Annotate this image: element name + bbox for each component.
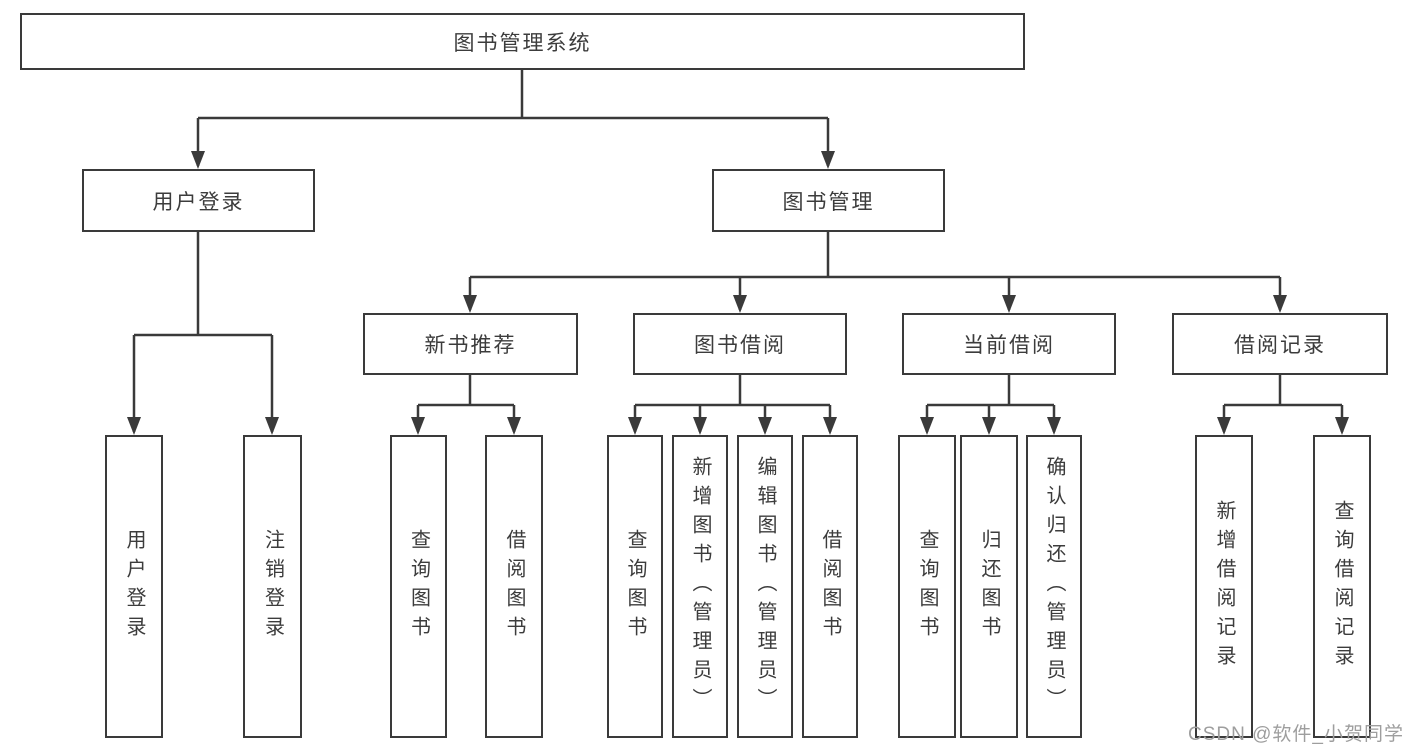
arrow-down-icon (821, 151, 835, 169)
leaf-query-books-borrowing: 查询图书 (607, 435, 663, 738)
arrow-down-icon (1002, 295, 1016, 313)
connector-userlogin-to-leaves (132, 232, 274, 432)
leaf-borrow-books-recommend: 借阅图书 (485, 435, 543, 738)
arrow-down-icon (920, 417, 934, 435)
leaf-confirm-return-admin: 确认归还（管理员） (1026, 435, 1082, 738)
connector-bookmgmt-to-level3 (468, 232, 1282, 310)
node-book-borrowing: 图书借阅 (633, 313, 847, 375)
leaf-query-books-current: 查询图书 (898, 435, 956, 738)
leaf-user-login: 用户登录 (105, 435, 163, 738)
arrow-down-icon (733, 295, 747, 313)
arrow-down-icon (693, 417, 707, 435)
node-current-borrowing: 当前借阅 (902, 313, 1116, 375)
leaf-return-books: 归还图书 (960, 435, 1018, 738)
leaf-query-books-recommend: 查询图书 (390, 435, 447, 738)
arrow-down-icon (1217, 417, 1231, 435)
arrow-down-icon (127, 417, 141, 435)
leaf-add-books-admin: 新增图书（管理员） (672, 435, 728, 738)
arrow-down-icon (1047, 417, 1061, 435)
connector-currentborrow-to-leaves (925, 375, 1056, 432)
leaf-query-borrow-record: 查询借阅记录 (1313, 435, 1371, 738)
connector-borrowrecords-to-leaves (1222, 375, 1344, 432)
arrow-down-icon (411, 417, 425, 435)
node-book-management: 图书管理 (712, 169, 945, 232)
arrow-down-icon (507, 417, 521, 435)
node-user-login: 用户登录 (82, 169, 315, 232)
node-borrowing-records: 借阅记录 (1172, 313, 1388, 375)
node-library-management-system: 图书管理系统 (20, 13, 1025, 70)
csdn-watermark: CSDN @软件_小贺同学 (1188, 724, 1404, 745)
arrow-down-icon (191, 151, 205, 169)
arrow-down-icon (265, 417, 279, 435)
arrow-down-icon (823, 417, 837, 435)
connector-newbookrec-to-leaves (416, 375, 516, 432)
arrow-down-icon (628, 417, 642, 435)
leaf-add-borrow-record: 新增借阅记录 (1195, 435, 1253, 738)
node-new-book-recommend: 新书推荐 (363, 313, 578, 375)
arrow-down-icon (758, 417, 772, 435)
leaf-borrow-books: 借阅图书 (802, 435, 858, 738)
arrow-down-icon (982, 417, 996, 435)
connector-root-to-level2 (196, 70, 830, 166)
arrow-down-icon (1335, 417, 1349, 435)
connector-bookborrow-to-leaves (633, 375, 832, 432)
leaf-edit-books-admin: 编辑图书（管理员） (737, 435, 793, 738)
arrow-down-icon (1273, 295, 1287, 313)
arrow-down-icon (463, 295, 477, 313)
leaf-logout: 注销登录 (243, 435, 302, 738)
